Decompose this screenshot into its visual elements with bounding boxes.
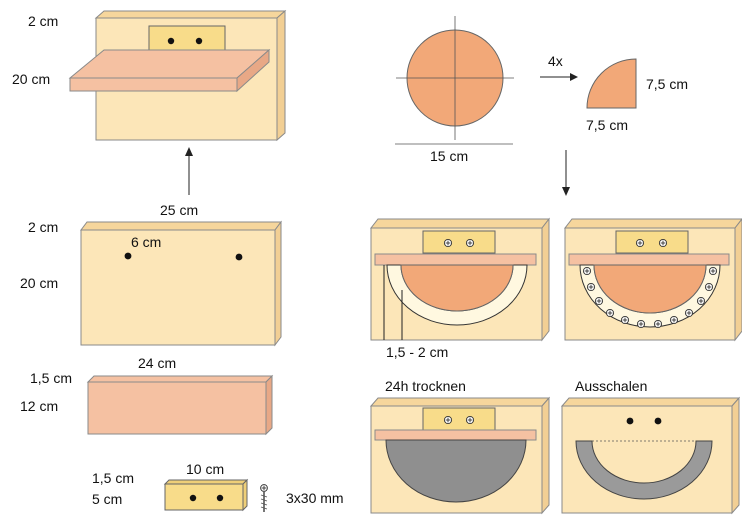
mold-one-top-face xyxy=(369,218,551,229)
ring-screw xyxy=(620,315,630,325)
drying-side-face xyxy=(541,396,550,515)
drying-screw-left xyxy=(443,415,453,425)
ring-screw xyxy=(708,266,718,276)
label-hole-spacing: 6 cm xyxy=(131,234,161,250)
label-board-thickness: 2 cm xyxy=(28,219,58,235)
mold-one-screw-right xyxy=(465,238,475,248)
label-step-dry: 24h trocknen xyxy=(385,378,466,394)
mold-drying xyxy=(369,396,551,515)
assembled-board-top-left xyxy=(68,9,287,142)
ring-screw xyxy=(704,282,714,292)
label-screw-size: 3x30 mm xyxy=(286,490,344,506)
mold-one-half-circle xyxy=(400,264,514,312)
ring-screw xyxy=(605,308,615,318)
bare-board-side-face xyxy=(274,220,282,347)
small-block-hole-left xyxy=(189,494,197,502)
circle-template xyxy=(395,16,514,145)
mold-two-screw-left xyxy=(635,238,645,248)
label-board-width: 25 cm xyxy=(160,202,198,218)
drying-shelf xyxy=(374,429,537,441)
ring-screw xyxy=(669,315,679,325)
drying-screw-right xyxy=(465,415,475,425)
label-shelf-width: 24 cm xyxy=(138,355,176,371)
bare-board xyxy=(80,220,282,347)
concrete-half-disc xyxy=(385,439,527,503)
concrete-smile xyxy=(575,440,713,500)
board-hole-right xyxy=(235,253,243,261)
shelf-front-face xyxy=(69,77,238,92)
block-hole-right xyxy=(195,37,203,45)
bare-board-top-face xyxy=(80,221,282,231)
label-board-height: 20 cm xyxy=(20,275,58,291)
shelf-plank-top-face xyxy=(86,375,274,383)
quarter-circle-piece xyxy=(586,58,637,109)
ring-screw xyxy=(594,296,604,306)
ring-screw xyxy=(653,319,663,329)
mold-one-block xyxy=(422,230,496,254)
board-hole-left xyxy=(124,252,132,260)
board-top-face xyxy=(94,10,287,19)
label-shelf-thickness: 1,5 cm xyxy=(30,370,72,386)
mold-two-shelf xyxy=(568,253,730,266)
shelf-plank xyxy=(86,374,274,436)
mold-one-screw-left xyxy=(443,238,453,248)
mold-two-block xyxy=(615,230,689,254)
mold-two-top-face xyxy=(563,218,742,229)
eye-left xyxy=(626,417,634,425)
ring-screw xyxy=(582,266,592,276)
bare-board-front-face xyxy=(80,229,276,346)
mold-two-side-face xyxy=(734,218,742,342)
label-block-thickness: 1,5 cm xyxy=(92,470,134,486)
drying-block xyxy=(422,407,496,431)
eye-right xyxy=(654,417,662,425)
label-step-unmold: Ausschalen xyxy=(575,378,647,394)
mold-two-screw-right xyxy=(658,238,668,248)
label-block-width: 10 cm xyxy=(186,461,224,477)
ring-screw xyxy=(696,296,706,306)
label-top-left-thickness: 2 cm xyxy=(28,13,58,29)
mold-one-side-face xyxy=(541,217,550,342)
arrow-up xyxy=(185,147,193,195)
label-quarter-height: 7,5 cm xyxy=(646,76,688,92)
finished-side-face xyxy=(731,396,740,515)
ring-screw xyxy=(636,319,646,329)
finished-top-face xyxy=(560,397,741,407)
shelf-plank-side-face xyxy=(265,374,273,436)
mounting-block xyxy=(148,25,226,51)
label-gap: 1,5 - 2 cm xyxy=(386,344,448,360)
small-block-top-face xyxy=(163,479,249,485)
shelf-plank-front-face xyxy=(87,381,267,435)
mold-one-shelf xyxy=(374,253,537,266)
ring-screw xyxy=(586,282,596,292)
mold-step-two xyxy=(563,218,742,342)
arrow-down xyxy=(562,150,570,196)
arrow-right xyxy=(540,73,578,81)
screw-icon xyxy=(260,484,268,512)
small-block-hole-right xyxy=(216,494,224,502)
label-multiplier: 4x xyxy=(548,53,563,69)
finished-smiley xyxy=(560,396,741,515)
block-hole-left xyxy=(167,37,175,45)
small-block-side-face xyxy=(242,478,248,512)
small-block xyxy=(163,478,249,512)
ring-screw xyxy=(684,308,694,318)
small-block-front-face xyxy=(164,483,244,511)
board-side-face xyxy=(276,9,286,142)
mold-step-one xyxy=(369,217,551,342)
label-shelf-depth: 12 cm xyxy=(20,398,58,414)
label-circle-diameter: 15 cm xyxy=(430,148,468,164)
label-top-left-height: 20 cm xyxy=(12,71,50,87)
label-quarter-width: 7,5 cm xyxy=(586,117,628,133)
shelf-top-face xyxy=(68,49,271,79)
label-block-height: 5 cm xyxy=(92,491,122,507)
mold-two-half-circle xyxy=(593,264,707,314)
drying-top-face xyxy=(369,397,551,407)
